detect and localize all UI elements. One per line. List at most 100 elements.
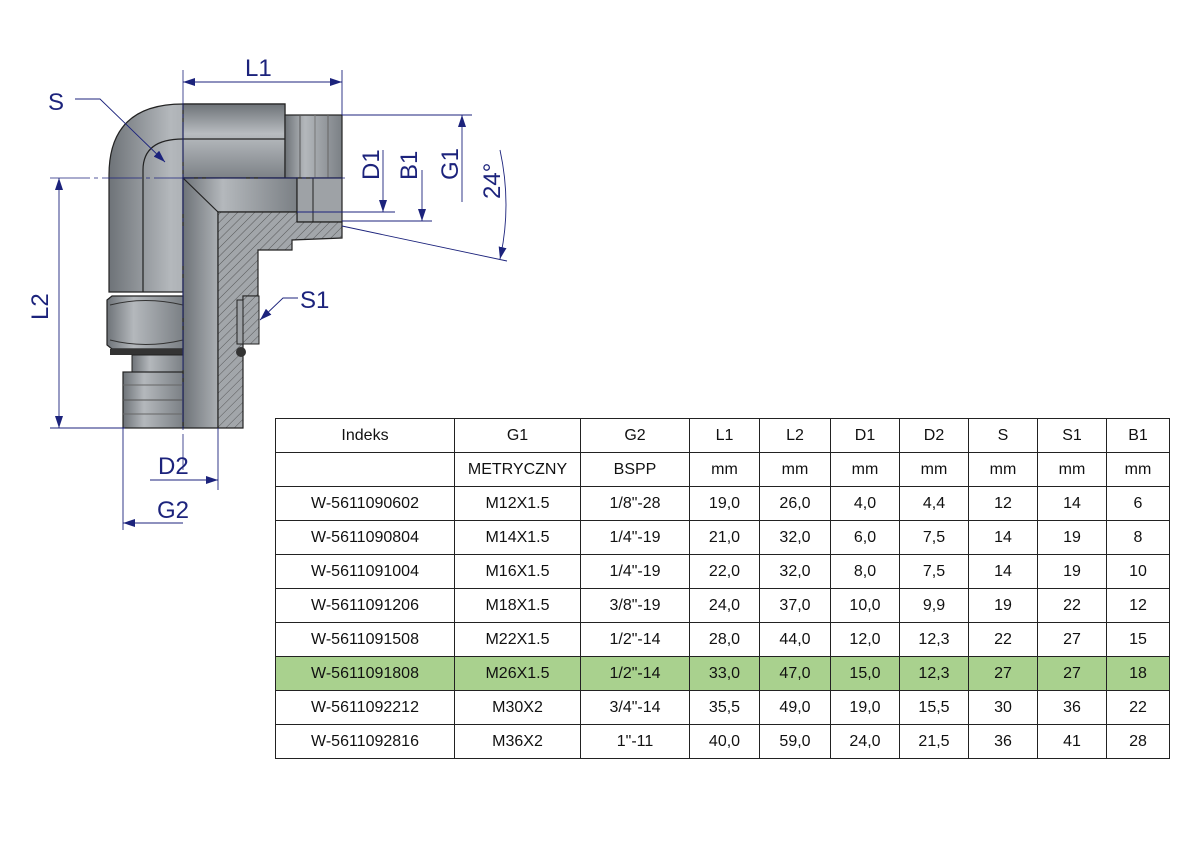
table-cell: S1 [1037,418,1107,453]
table-cell: D2 [899,418,969,453]
table-cell: 19,0 [830,690,900,725]
table-cell: mm [1106,452,1170,487]
table-cell: 47,0 [759,656,831,691]
table-cell: 7,5 [899,554,969,589]
table-cell: 32,0 [759,554,831,589]
label-s1: S1 [300,287,329,314]
table-cell: 40,0 [689,724,760,759]
table-cell: mm [830,452,900,487]
table-cell: 32,0 [759,520,831,555]
table-cell: M14X1.5 [454,520,581,555]
table-cell: 36 [968,724,1038,759]
table-cell: W-5611092212 [275,690,455,725]
table-cell: 9,9 [899,588,969,623]
table-cell: 30 [968,690,1038,725]
table-cell: M12X1.5 [454,486,581,521]
table-cell: 1/4"-19 [580,554,690,589]
table-cell: 10 [1106,554,1170,589]
table-cell: 24,0 [830,724,900,759]
table-cell: 3/8"-19 [580,588,690,623]
table-cell: 12,3 [899,656,969,691]
table-cell: 14 [1037,486,1107,521]
table-cell: 33,0 [689,656,760,691]
table-cell: 59,0 [759,724,831,759]
table-cell: 36 [1037,690,1107,725]
centerlines [50,70,345,470]
table-cell: 22 [968,622,1038,657]
table-cell: W-5611092816 [275,724,455,759]
table-cell: G2 [580,418,690,453]
label-g1: G1 [437,148,464,180]
table-cell: mm [1037,452,1107,487]
table-cell: 19,0 [689,486,760,521]
label-s: S [48,89,64,116]
table-cell: 22,0 [689,554,760,589]
table-cell: 12,3 [899,622,969,657]
table-cell: 15,5 [899,690,969,725]
table-cell: 24,0 [689,588,760,623]
table-cell: 3/4"-14 [580,690,690,725]
table-cell: 1/8"-28 [580,486,690,521]
table-cell: 14 [968,554,1038,589]
table-cell: 12,0 [830,622,900,657]
table-cell: 18 [1106,656,1170,691]
table-cell: 1/2"-14 [580,622,690,657]
table-cell: W-5611091004 [275,554,455,589]
table-cell: 1/2"-14 [580,656,690,691]
table-cell: mm [968,452,1038,487]
table-cell: 8,0 [830,554,900,589]
table-cell: W-5611091508 [275,622,455,657]
label-l1: L1 [245,55,272,82]
table-cell: 15,0 [830,656,900,691]
table-cell: W-5611091808 [275,656,455,691]
label-g2: G2 [157,497,189,524]
table-cell: 28 [1106,724,1170,759]
label-d2: D2 [158,453,189,480]
table-cell: mm [689,452,760,487]
table-cell: 44,0 [759,622,831,657]
table-cell: 19 [968,588,1038,623]
table-cell: 49,0 [759,690,831,725]
table-cell: 22 [1106,690,1170,725]
dimension-lines [50,70,508,530]
table-cell: 12 [1106,588,1170,623]
table-cell: 27 [1037,656,1107,691]
table-cell: W-5611090602 [275,486,455,521]
table-cell: mm [899,452,969,487]
table-cell: M16X1.5 [454,554,581,589]
table-cell: Indeks [275,418,455,453]
table-cell: M22X1.5 [454,622,581,657]
table-cell: B1 [1106,418,1170,453]
table-cell: METRYCZNY [454,452,581,487]
table-cell: M36X2 [454,724,581,759]
fitting-body [106,103,343,429]
table-cell: D1 [830,418,900,453]
table-cell: 14 [968,520,1038,555]
table-cell: 41 [1037,724,1107,759]
table-cell: 6,0 [830,520,900,555]
label-b1: B1 [396,151,423,180]
table-cell: 22 [1037,588,1107,623]
table-cell: 19 [1037,554,1107,589]
table-cell: 28,0 [689,622,760,657]
table-cell: 6 [1106,486,1170,521]
table-cell: M26X1.5 [454,656,581,691]
table-cell: 19 [1037,520,1107,555]
label-d1: D1 [358,149,385,180]
table-cell: 37,0 [759,588,831,623]
table-cell: 8 [1106,520,1170,555]
table-cell: W-5611091206 [275,588,455,623]
table-cell [275,452,455,487]
label-angle: 24° [479,163,506,199]
table-cell: M18X1.5 [454,588,581,623]
